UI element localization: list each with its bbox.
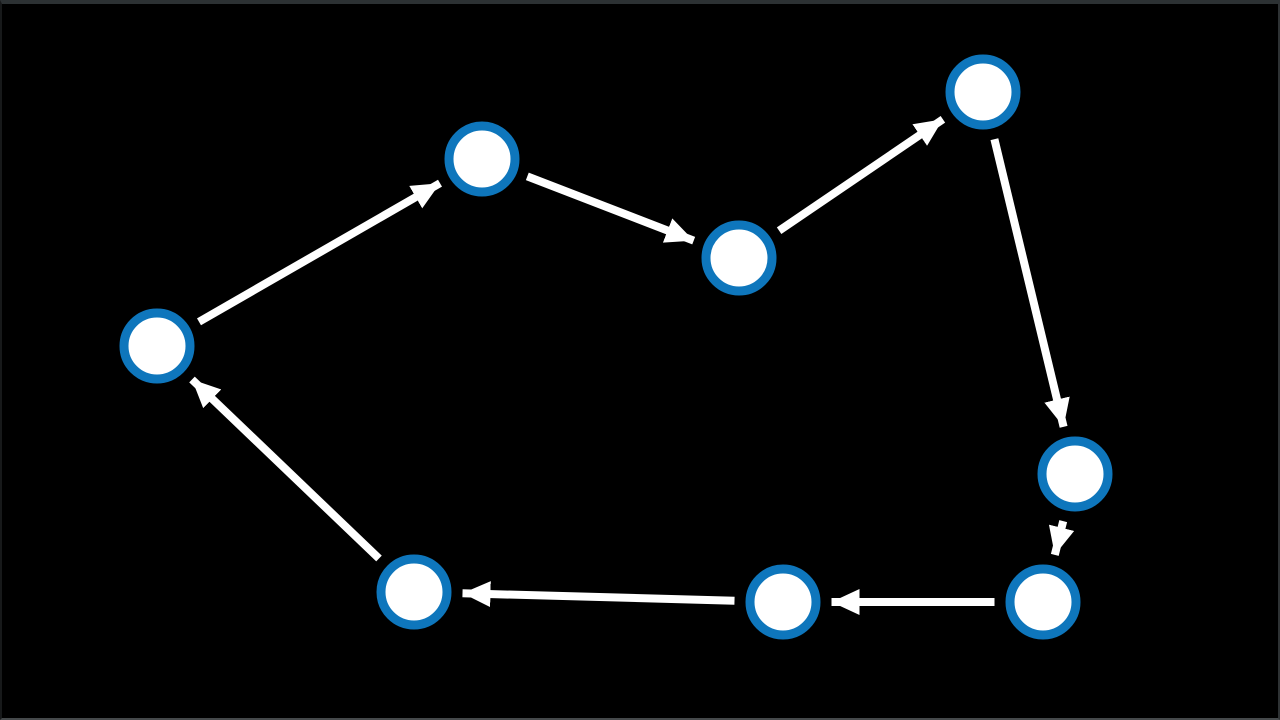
graph-node-n4: [945, 54, 1021, 130]
graph-edge-arrow-n4-n5: [990, 138, 1070, 428]
graph-edge-arrow-n7-n8: [462, 581, 735, 608]
graph-edge-arrow-n5-n6: [1048, 520, 1075, 556]
graph-edge-arrow-n3-n4: [776, 115, 946, 235]
graph-node-n6: [1005, 564, 1081, 640]
graph-node-n8: [376, 554, 452, 630]
graph-node-n7: [745, 564, 821, 640]
graph-node-n5: [1037, 436, 1113, 512]
graph-node-n1: [119, 308, 195, 384]
graph-node-n3: [701, 220, 777, 296]
graph-edge-arrow-n1-n2: [197, 179, 442, 326]
graph-edge-arrow-n8-n1: [189, 376, 382, 562]
graph-node-n2: [444, 121, 520, 197]
graph-edge-arrow-n2-n3: [525, 172, 696, 245]
